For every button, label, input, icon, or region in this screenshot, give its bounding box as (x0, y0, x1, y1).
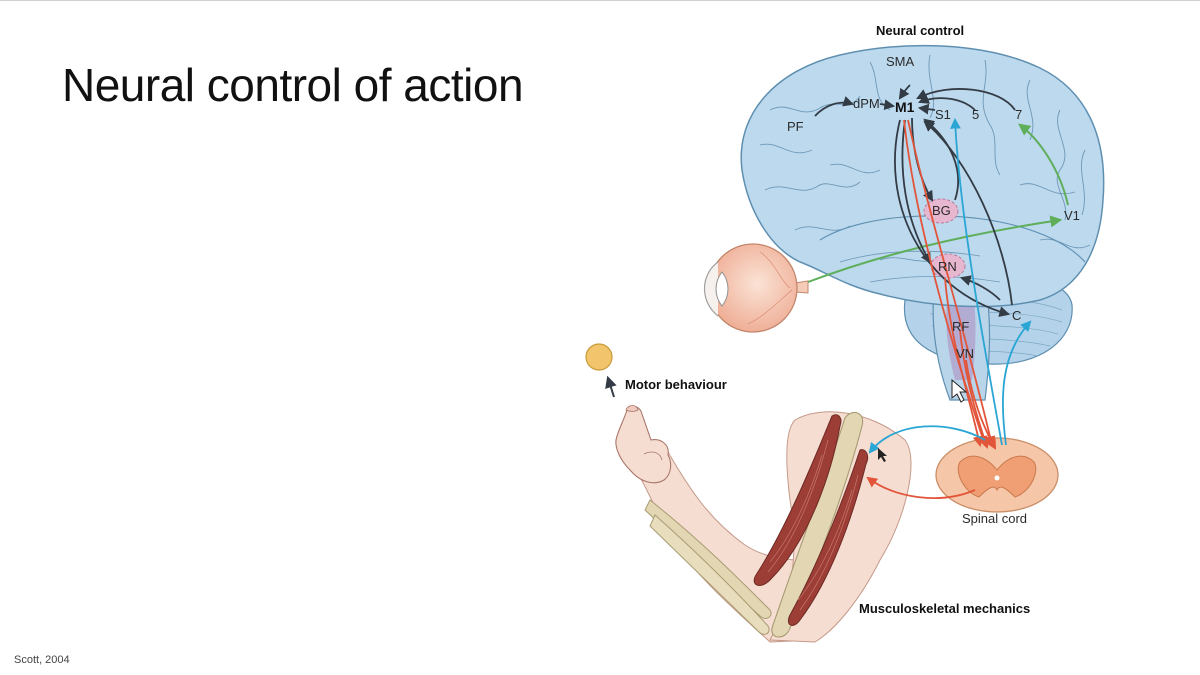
label-motor-behaviour: Motor behaviour (625, 377, 727, 392)
label-rf: RF (952, 319, 969, 334)
eye-vessels (747, 251, 793, 325)
label-s1: S1 (935, 107, 951, 122)
label-v1: V1 (1064, 208, 1080, 223)
eye-cornea (704, 261, 719, 317)
afferent-to-s1-arrow (950, 117, 1003, 446)
motor-behaviour-arrow (605, 375, 617, 398)
cerebrum (740, 44, 1105, 308)
area5-to-m1-arrow (917, 93, 976, 111)
s1-to-m1-arrow (917, 103, 936, 115)
biceps-muscle (753, 414, 842, 586)
dpm-to-m1-arrow (879, 99, 896, 111)
label-area-7: 7 (1015, 107, 1022, 122)
label-musculoskeletal-mechanics: Musculoskeletal mechanics (859, 601, 1030, 616)
mouse-cursor-icon (951, 378, 968, 403)
v1-to-7-arrow (1018, 123, 1069, 206)
label-m1: M1 (895, 99, 915, 115)
muscle-to-spinal-afferent-arrow (868, 425, 986, 454)
label-vn: VN (956, 346, 974, 361)
pf-to-dpm-arrow (814, 96, 855, 117)
spinal-to-muscle-efferent-arrow (866, 476, 976, 499)
knuckle-line (643, 451, 663, 461)
label-spinal-cord: Spinal cord (962, 511, 1027, 526)
spinal-cord-section (935, 437, 1059, 513)
triceps-muscle (787, 449, 869, 626)
top-border-line (0, 0, 1200, 1)
slide-title: Neural control of action (62, 59, 524, 111)
humerus-bone (771, 411, 864, 638)
descending-efferent-arrows (866, 119, 997, 499)
central-canal (994, 475, 1000, 481)
label-area-5: 5 (972, 107, 979, 122)
arm (615, 405, 912, 643)
label-c: C (1012, 308, 1021, 323)
ulna-bone (649, 514, 770, 635)
area7-to-m1-arrow (916, 88, 1016, 111)
visual-pathway-arrow (807, 215, 1063, 283)
citation: Scott, 2004 (14, 654, 70, 666)
label-dpm: dPM (853, 96, 880, 111)
eye (704, 243, 809, 333)
neural-control-heading: Neural control (876, 23, 964, 38)
label-bg: BG (932, 203, 951, 218)
c-to-rn-arrow (959, 275, 1001, 301)
target-ball (585, 343, 613, 371)
fingernail (625, 405, 639, 412)
ascending-afferent-arrows (868, 117, 1032, 454)
pointer-cursor-icon (878, 448, 887, 462)
temporal-lobe-outline (819, 215, 1086, 263)
label-sma: SMA (886, 54, 915, 69)
muscle-striations (767, 439, 859, 611)
m1-to-rn-arrow (901, 119, 932, 264)
label-rn: RN (938, 259, 957, 274)
hand (615, 405, 672, 484)
label-pf: PF (787, 119, 804, 134)
c-to-m1-arrow (923, 120, 1013, 306)
eye-lens (715, 271, 729, 307)
afferent-to-c-arrow (1001, 320, 1032, 446)
sma-to-m1-arrow (898, 84, 911, 100)
